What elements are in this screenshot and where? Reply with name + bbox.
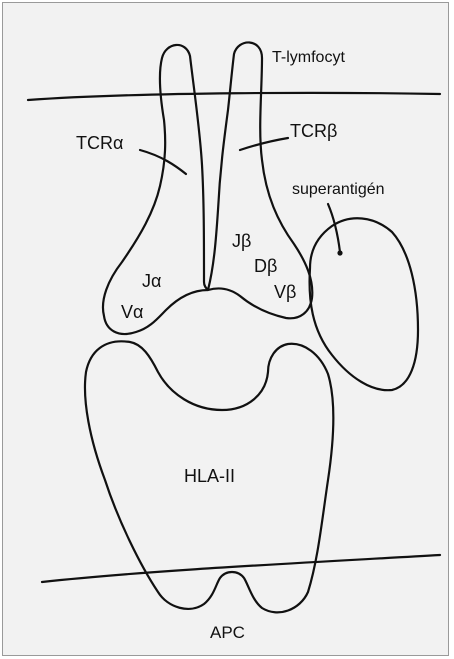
d-beta-label: Dβ	[254, 256, 277, 276]
tcr-alpha-label: TCRα	[76, 133, 123, 153]
superantigen-dot	[337, 250, 342, 255]
v-alpha-label: Vα	[121, 302, 143, 322]
v-beta-label: Vβ	[274, 282, 296, 302]
superantigen-shape	[310, 218, 418, 390]
j-alpha-label: Jα	[142, 271, 161, 291]
j-beta-label: Jβ	[232, 231, 251, 251]
tcr-beta-label: TCRβ	[290, 121, 337, 141]
superantigen-label: superantigén	[292, 181, 385, 198]
t-cell-membrane	[28, 93, 440, 100]
tcr-beta-leader	[240, 138, 288, 150]
t-lymfocyt-label: T-lymfocyt	[272, 49, 345, 66]
apc-label: APC	[210, 623, 245, 642]
hla-ii-label: HLA-II	[184, 466, 235, 486]
apc-membrane	[42, 555, 440, 582]
